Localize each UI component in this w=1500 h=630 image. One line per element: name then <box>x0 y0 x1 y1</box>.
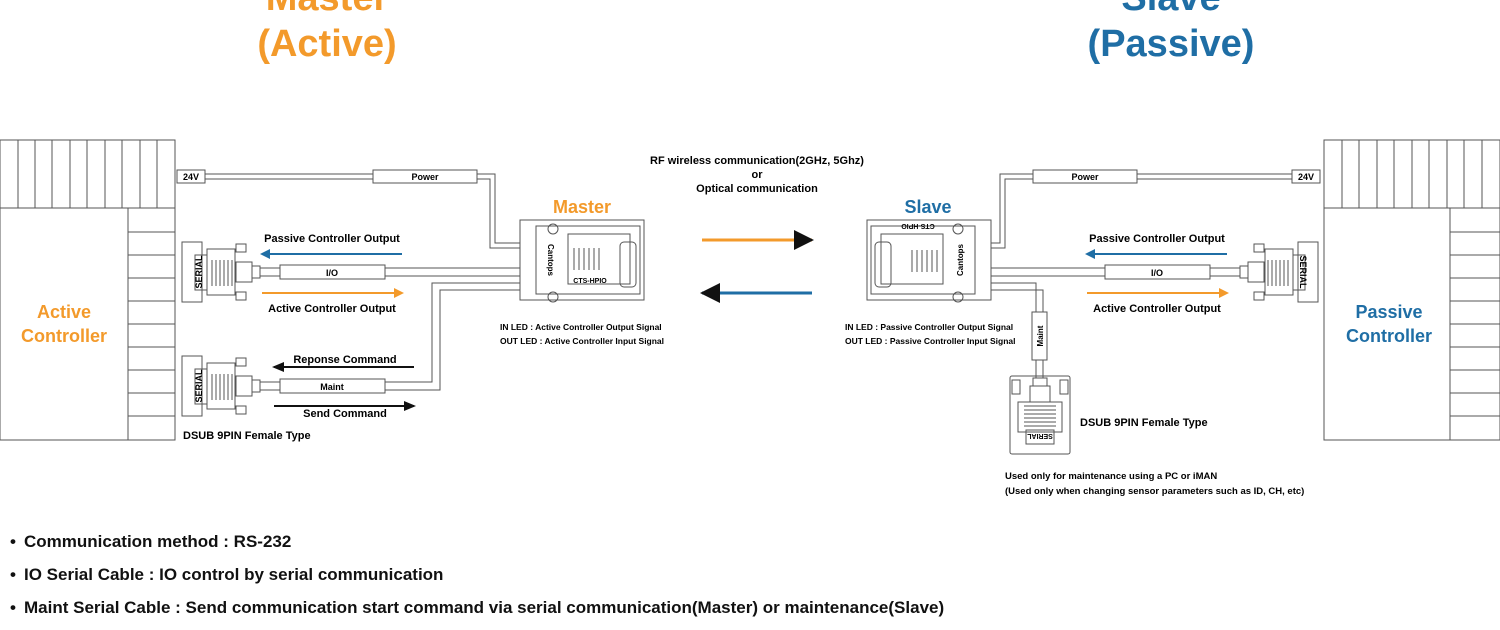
feature-item-1-text: Communication method : RS-232 <box>24 532 292 551</box>
feature-item-2-text: IO Serial Cable : IO control by serial c… <box>24 565 444 584</box>
left-io-connector <box>181 241 261 303</box>
passive-controller <box>1323 139 1500 441</box>
right-io-label: I/O <box>1151 268 1163 278</box>
feature-item-1: •Communication method : RS-232 <box>10 532 292 551</box>
active-controller-label-line2: Controller <box>21 326 107 346</box>
right-passive-output-label: Passive Controller Output <box>1089 233 1225 245</box>
center-comm-line3: Optical communication <box>696 183 818 195</box>
maintenance-note-line2: (Used only when changing sensor paramete… <box>1005 486 1304 497</box>
left-power-label: Power <box>411 172 439 182</box>
passive-controller-label-line2: Controller <box>1346 326 1432 346</box>
master-device-brand: Cantops <box>546 244 555 277</box>
left-active-output-label: Active Controller Output <box>268 303 396 315</box>
right-io-connector <box>1239 241 1319 303</box>
feature-item-3-text: Maint Serial Cable : Send communication … <box>24 598 945 617</box>
slave-device-model: CTS-HPIO <box>901 222 935 229</box>
slave-device-title: Slave <box>904 197 951 217</box>
slave-device-body <box>866 219 992 303</box>
slave-header-line1: Slave <box>1021 0 1321 21</box>
slave-device-brand: Cantops <box>956 243 965 276</box>
slave-header-line2: (Passive) <box>1087 23 1255 65</box>
right-io-cable <box>991 264 1240 280</box>
left-io-cable <box>260 264 520 280</box>
master-device-model: CTS-HPIO <box>573 278 607 285</box>
left-power-cable <box>176 169 520 249</box>
feature-list: •Communication method : RS-232 •IO Seria… <box>10 528 944 627</box>
right-maint-connector <box>1009 375 1071 455</box>
right-dsub-label: DSUB 9PIN Female Type <box>1080 417 1208 429</box>
maintenance-note-line1: Used only for maintenance using a PC or … <box>1005 471 1217 482</box>
right-voltage-label: 24V <box>1298 172 1314 182</box>
send-command-label: Send Command <box>303 408 387 420</box>
feature-item-3: •Maint Serial Cable : Send communication… <box>10 598 945 617</box>
right-maint-cable <box>991 282 1048 378</box>
left-maint-label: Maint <box>320 382 344 392</box>
left-dsub-label: DSUB 9PIN Female Type <box>183 430 311 442</box>
right-active-output-label: Active Controller Output <box>1093 303 1221 315</box>
slave-header: Slave (Passive) <box>1021 0 1321 67</box>
active-controller-label-line1: Active <box>37 302 91 322</box>
slave-out-led-label: OUT LED : Passive Controller Input Signa… <box>845 336 1016 346</box>
passive-controller-label-line1: Passive <box>1355 302 1422 322</box>
response-command-label: Reponse Command <box>293 354 396 366</box>
right-maint-label: Maint <box>1036 325 1045 346</box>
left-voltage-label: 24V <box>183 172 199 182</box>
left-maint-connector <box>181 355 261 417</box>
left-passive-output-label: Passive Controller Output <box>264 233 400 245</box>
left-maint-cable <box>260 282 520 394</box>
left-io-serial-label: SERIAL <box>194 255 204 289</box>
master-out-led-label: OUT LED : Active Controller Input Signal <box>500 336 664 346</box>
master-device-body <box>519 219 645 303</box>
right-power-label: Power <box>1071 172 1099 182</box>
master-header-line1: Master <box>177 0 477 21</box>
master-in-led-label: IN LED : Active Controller Output Signal <box>500 322 662 332</box>
right-passive-output-arrowhead <box>1085 249 1095 259</box>
feature-item-2: •IO Serial Cable : IO control by serial … <box>10 565 444 584</box>
center-comm-line2: or <box>752 169 764 181</box>
right-io-serial-label: SERIAL <box>1298 255 1308 289</box>
left-io-label: I/O <box>326 268 338 278</box>
master-header-line2: (Active) <box>257 23 397 65</box>
master-header: Master (Active) <box>177 0 477 67</box>
center-comm-line1: RF wireless communication(2GHz, 5Ghz) <box>650 155 864 167</box>
right-power-cable <box>991 169 1321 249</box>
master-device-title: Master <box>553 197 611 217</box>
slave-in-led-label: IN LED : Passive Controller Output Signa… <box>845 322 1013 332</box>
right-maint-serial-label: SERIAL <box>1026 432 1052 439</box>
active-controller <box>0 139 176 441</box>
left-maint-serial-label: SERIAL <box>194 369 204 403</box>
